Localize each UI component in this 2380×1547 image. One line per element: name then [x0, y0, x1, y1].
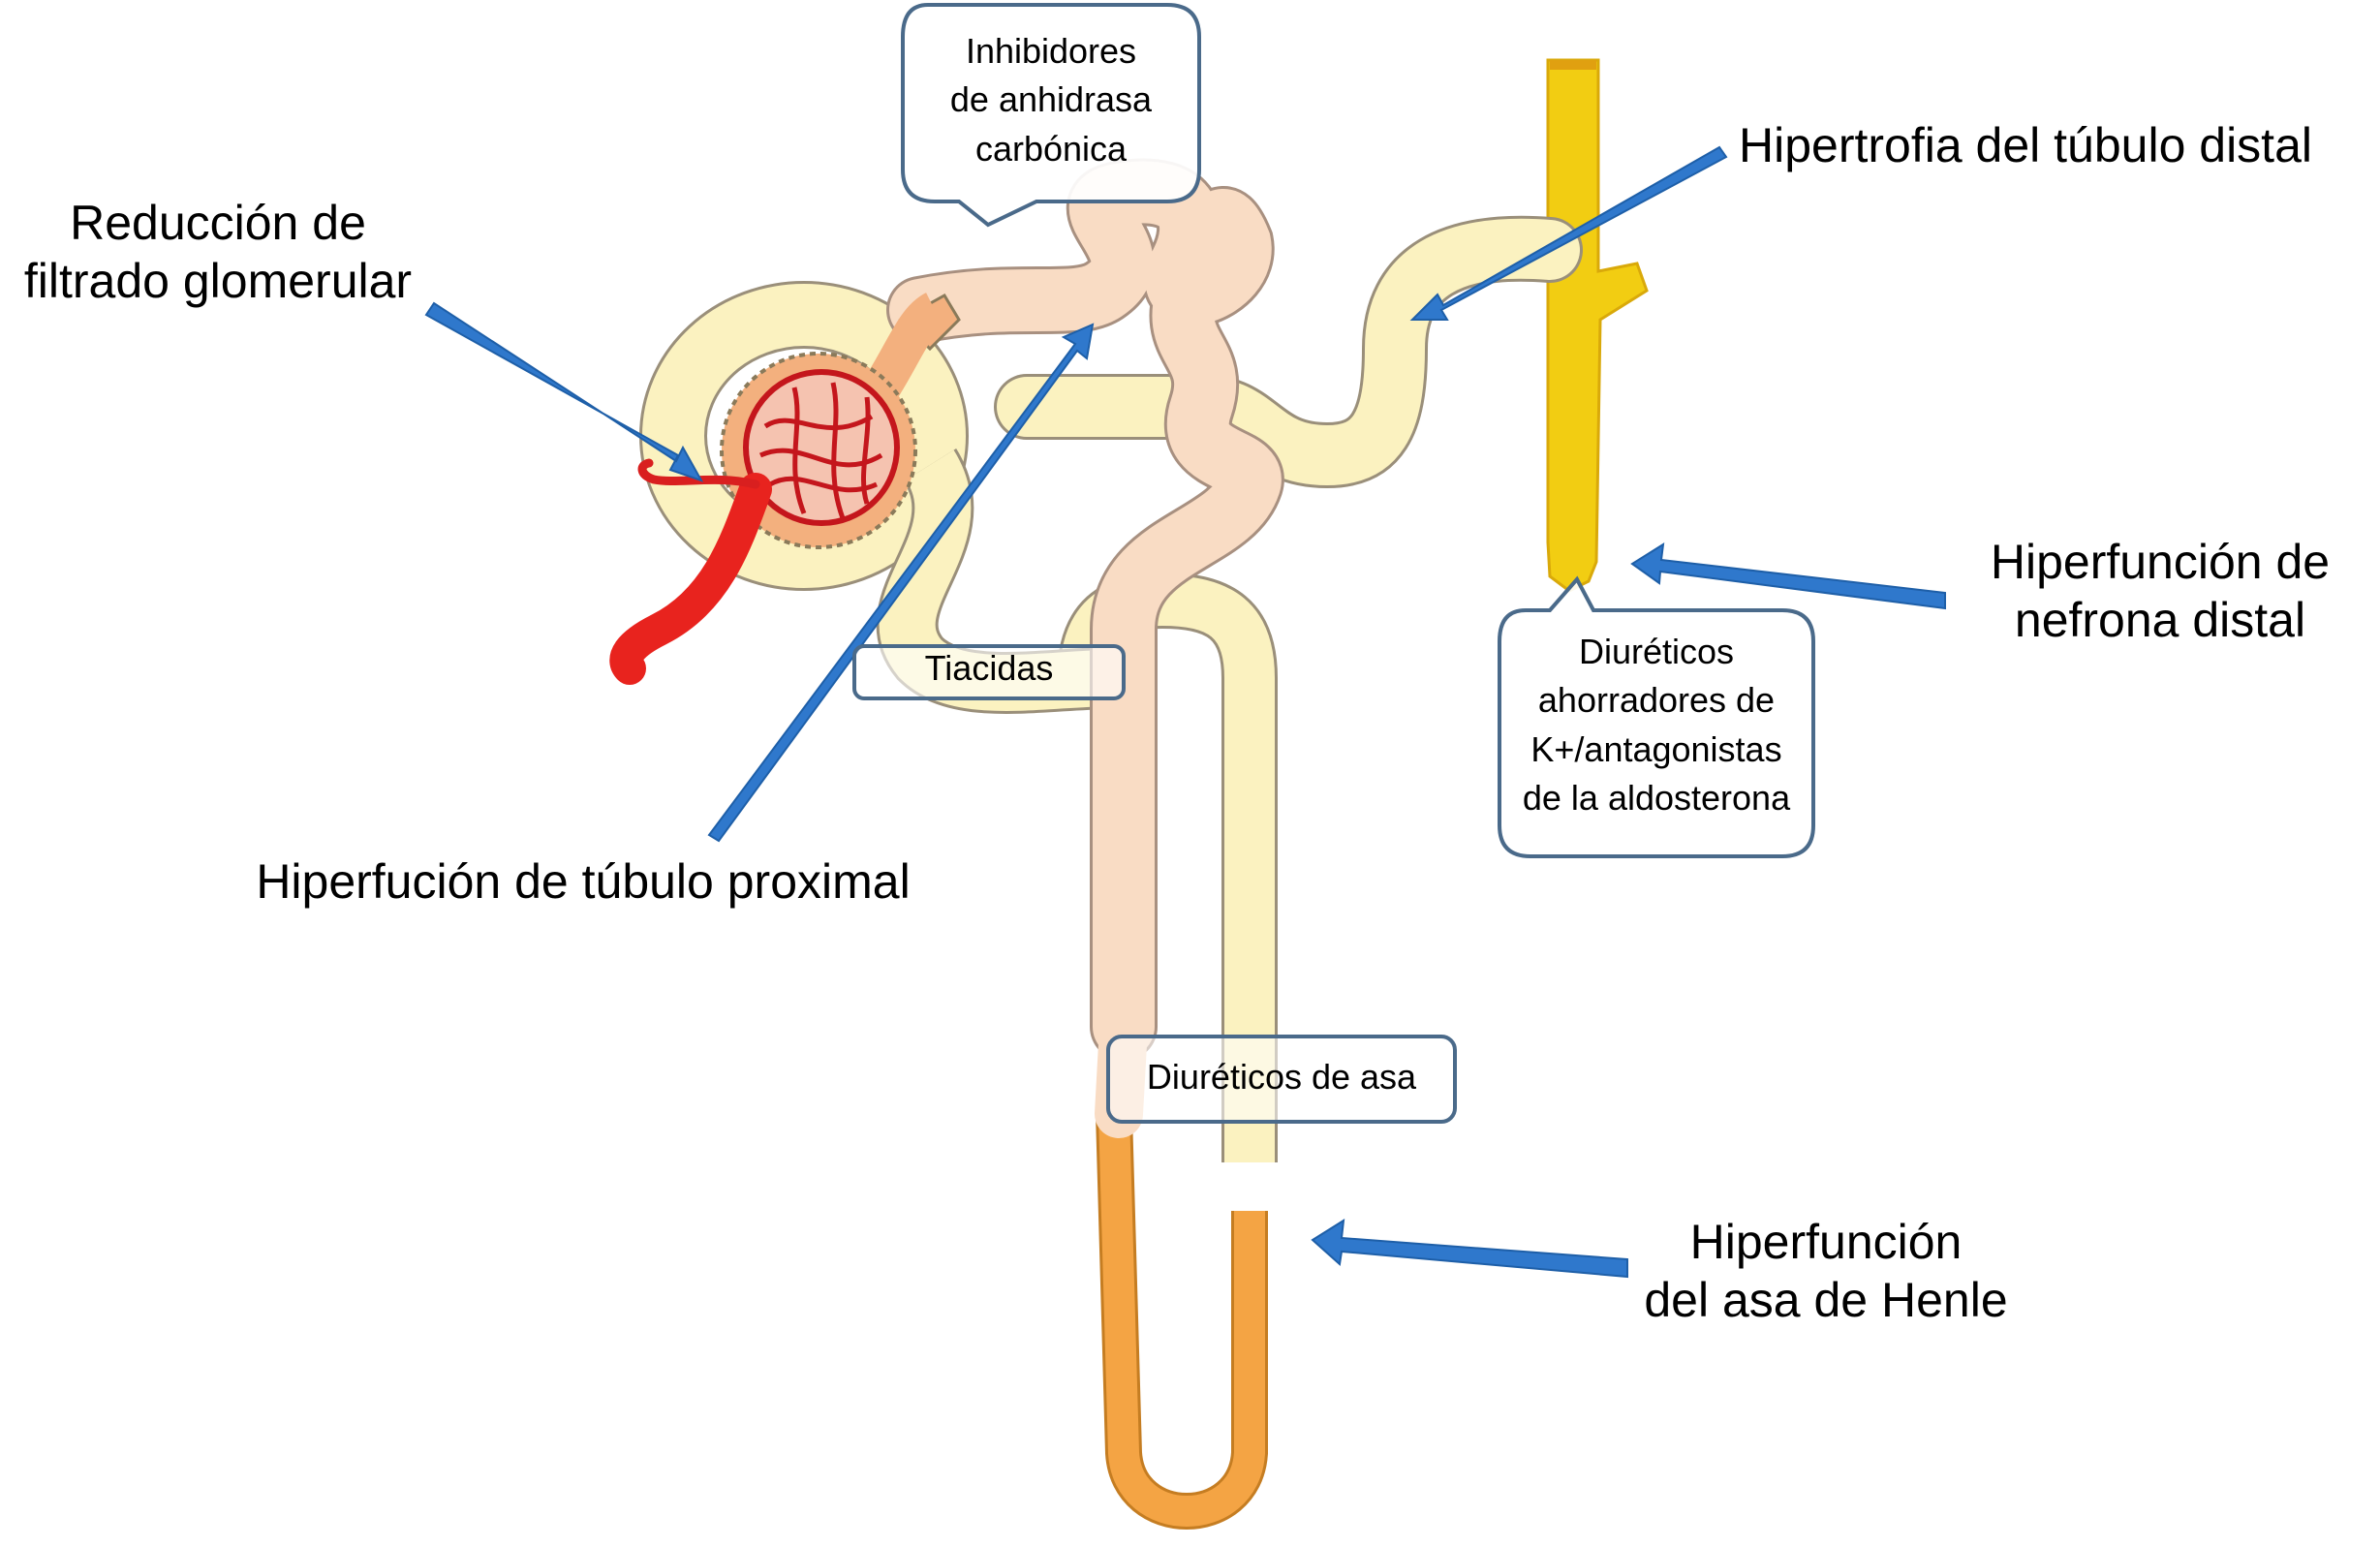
label-distal-hypertrophy-text: Hipertrofia del túbulo distal — [1739, 118, 2312, 172]
label-gfr-reduction: Reducción de filtrado glomerular — [0, 194, 436, 310]
callout-thiazides: Tiacidas — [854, 647, 1124, 689]
label-proximal-hyperfunction: Hiperfución de túbulo proximal — [215, 852, 951, 911]
arrow-gfr-reduction — [424, 301, 704, 482]
callout-carbonic-anhydrase-line3: carbónica — [974, 128, 1128, 169]
label-henle-hyperfunction-line1: Hiperfunción — [1689, 1215, 1963, 1269]
arrow-distal-nephron-hyperfunction — [1630, 542, 1946, 610]
callout-loop-diuretics-shape — [1106, 1035, 1457, 1124]
label-distal-nephron-hyperfunction-line2: nefrona distal — [2014, 593, 2306, 647]
arterioles — [609, 458, 772, 685]
callout-carbonic-anhydrase: Inhibidores de anhidrasa carbónica — [903, 27, 1199, 173]
label-proximal-hyperfunction-text: Hiperfución de túbulo proximal — [256, 854, 911, 909]
arrow-henle-hyperfunction — [1311, 1219, 1628, 1279]
callout-carbonic-anhydrase-line1: Inhibidores — [965, 31, 1137, 71]
callout-shapes — [852, 3, 1815, 1124]
label-distal-hypertrophy: Hipertrofia del túbulo distal — [1739, 116, 2380, 174]
arrows — [424, 145, 1946, 1279]
label-gfr-reduction-line1: Reducción de — [70, 196, 366, 250]
glomerulus — [720, 293, 961, 549]
callout-loop-diuretics-text: Diuréticos de asa — [1146, 1057, 1417, 1097]
loop-of-henle — [1096, 1113, 1268, 1530]
callout-thiazides-shape — [852, 644, 1126, 700]
callout-thiazides-text: Tiacidas — [924, 648, 1054, 688]
callout-potassium-sparing-line4: de la aldosterona — [1522, 778, 1791, 819]
callout-potassium-sparing-shape — [1498, 575, 1815, 858]
label-gfr-reduction-line2: filtrado glomerular — [23, 254, 413, 308]
callout-potassium-sparing: Diuréticos ahorradores de K+/antagonista… — [1499, 628, 1813, 823]
callout-potassium-sparing-line1: Diuréticos — [1578, 632, 1735, 671]
collecting-duct — [1546, 58, 1649, 593]
label-henle-hyperfunction-line2: del asa de Henle — [1644, 1273, 2008, 1327]
callout-carbonic-anhydrase-line2: de anhidrasa — [949, 79, 1153, 120]
label-henle-hyperfunction: Hiperfunción del asa de Henle — [1608, 1213, 2044, 1329]
arrow-distal-hypertrophy — [1409, 145, 1728, 321]
arrow-proximal-hyperfunction — [707, 323, 1095, 843]
callout-loop-diuretics: Diuréticos de asa — [1108, 1056, 1455, 1098]
label-distal-nephron-hyperfunction-line1: Hiperfunción de — [1990, 535, 2331, 589]
callout-potassium-sparing-line3: K+/antagonistas — [1530, 728, 1782, 769]
callout-potassium-sparing-line2: ahorradores de — [1537, 680, 1776, 721]
label-distal-nephron-hyperfunction: Hiperfunción de nefrona distal — [1957, 533, 2364, 649]
callout-carbonic-anhydrase-shape — [901, 3, 1201, 228]
distal-tubule — [994, 215, 1583, 489]
